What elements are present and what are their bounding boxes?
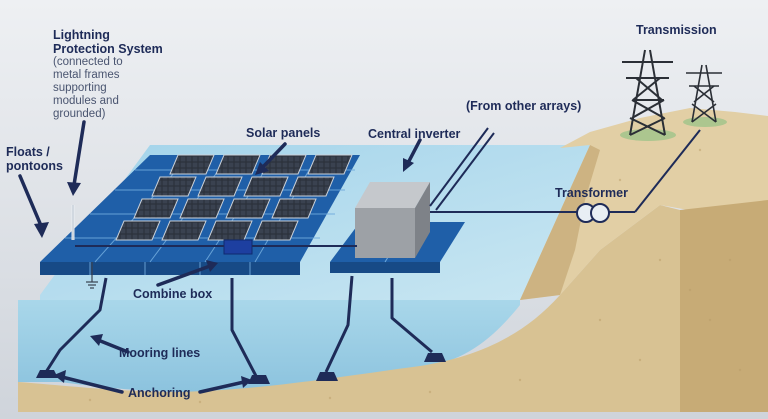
anchors: [36, 353, 446, 384]
floats-line-1: Floats /: [6, 145, 50, 159]
lightning-protection-description: (connected to metal frames supporting mo…: [53, 56, 123, 121]
shore-face: [520, 145, 600, 300]
solar-panel-module: [271, 198, 317, 219]
solar-panel-module: [179, 198, 225, 219]
combine-box-label: Combine box: [133, 287, 213, 301]
transmission-tower-small: [686, 64, 722, 123]
soil-texture: [88, 148, 742, 404]
grass-patch: [620, 129, 676, 141]
central-inverter-box: [355, 182, 430, 258]
solar-panel-module: [197, 176, 243, 197]
hill-side: [680, 200, 768, 412]
lightning-title-line-2: Protection System: [53, 42, 163, 56]
central-inverter-label: Central inverter: [368, 127, 461, 141]
lightning-desc-line-2: metal frames: [53, 69, 120, 81]
lightning-protection-title: Lightning Protection System: [53, 28, 163, 56]
transmission-tower-large: [622, 49, 673, 136]
solar-panel-module: [151, 176, 197, 197]
from-other-arrays-label: (From other arrays): [466, 99, 582, 113]
solar-panel-module: [307, 154, 353, 175]
transmission-label: Transmission: [636, 23, 717, 37]
solar-panels-label: Solar panels: [246, 126, 321, 140]
solar-panel-module: [225, 198, 271, 219]
mooring-lines-label: Mooring lines: [119, 346, 201, 360]
solar-panel-module: [243, 176, 289, 197]
solar-panel-array: [115, 154, 353, 241]
floats-line-2: pontoons: [6, 159, 63, 173]
solar-panel-module: [261, 154, 307, 175]
solar-panel-module: [215, 154, 261, 175]
lightning-desc-line-5: grounded): [53, 108, 106, 120]
transformer-label: Transformer: [555, 186, 628, 200]
solar-panel-module: [133, 198, 179, 219]
lakebed-soil: [18, 205, 680, 412]
ground-wire: [86, 262, 98, 289]
solar-panel-module: [161, 220, 207, 241]
cables: [75, 127, 701, 247]
anchoring-label: Anchoring: [128, 386, 191, 400]
solar-panel-module: [207, 220, 253, 241]
transformer-coils: [576, 203, 610, 223]
lightning-desc-line-1: (connected to: [53, 56, 123, 68]
hill-top: [520, 108, 768, 300]
combine-box-shape: [223, 239, 253, 255]
arrow-heads: [34, 158, 414, 388]
pointer-arrows: [18, 120, 422, 394]
solar-panel-module: [253, 220, 299, 241]
water-cross-section: [18, 300, 520, 393]
lightning-title-line-1: Lightning: [53, 28, 110, 42]
grass-patch: [683, 117, 727, 127]
lightning-desc-line-4: modules and: [53, 95, 119, 107]
solar-panel-module: [115, 220, 161, 241]
floats-pontoons-label: Floats / pontoons: [6, 145, 63, 173]
solar-panel-module: [169, 154, 215, 175]
mooring-lines: [44, 275, 433, 377]
lightning-desc-line-3: supporting: [53, 82, 107, 94]
solar-panel-module: [289, 176, 335, 197]
